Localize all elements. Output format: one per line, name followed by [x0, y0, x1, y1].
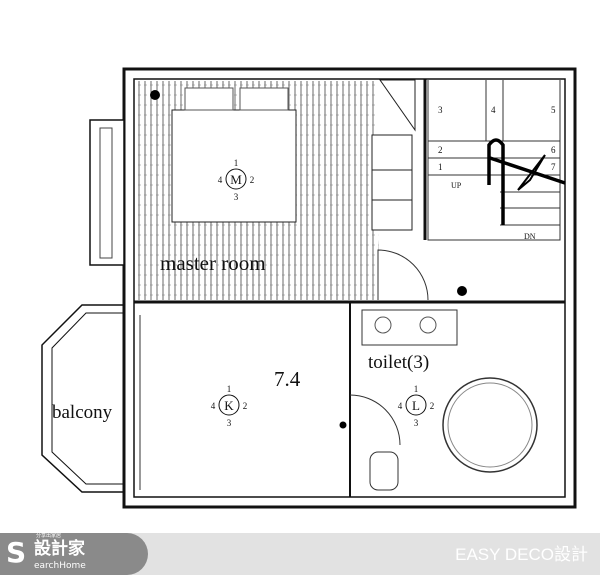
- vanity: [361, 309, 458, 346]
- fixture-dot: [339, 421, 347, 429]
- pillow: [184, 87, 234, 111]
- bay-window: [89, 119, 125, 266]
- sink: [419, 316, 437, 334]
- marker-num-1: 1: [227, 384, 232, 394]
- stair-step-6: 6: [551, 145, 556, 155]
- room-marker-k: K 1 2 3 4: [211, 384, 248, 428]
- marker-num-3: 3: [227, 418, 232, 428]
- bay-window-inner: [99, 127, 113, 259]
- marker-num-1: 1: [234, 158, 239, 168]
- fixture-dot: [150, 90, 160, 100]
- marker-num-3: 3: [234, 192, 239, 202]
- room-label-balcony: balcony: [52, 402, 113, 423]
- room-label-toilet: toilet(3): [368, 352, 429, 373]
- stair-step-1: 1: [438, 162, 443, 172]
- balcony-outline: [41, 304, 124, 493]
- door-swing: [377, 249, 429, 301]
- marker-letter: M: [230, 172, 242, 187]
- marker-num-4: 4: [398, 401, 403, 411]
- footer-bar: S 分享出家居 設計家 earchHome EASY DECO設計: [0, 533, 600, 575]
- room-area-label: 7.4: [274, 367, 301, 391]
- sink: [374, 316, 392, 334]
- stair-step-5: 5: [551, 105, 556, 115]
- wardrobe: [371, 134, 413, 231]
- marker-num-1: 1: [414, 384, 419, 394]
- stair-step-2: 2: [438, 145, 443, 155]
- corner-cabinet: [379, 79, 416, 132]
- stair-down-label: DN: [524, 232, 536, 241]
- fixture-dot: [457, 286, 467, 296]
- stair-step-4: 4: [491, 105, 496, 115]
- searchhome-logo[interactable]: S 分享出家居 設計家 earchHome: [0, 533, 148, 575]
- bathtub: [442, 377, 538, 473]
- logo-tagline: 分享出家居: [36, 533, 62, 539]
- marker-letter: L: [412, 398, 420, 413]
- marker-num-4: 4: [211, 401, 216, 411]
- marker-num-2: 2: [250, 175, 255, 185]
- logo-s: S: [6, 536, 27, 569]
- stair-step-3: 3: [438, 105, 443, 115]
- room-marker-m: M 1 2 3 4: [218, 158, 255, 202]
- staircase: [427, 80, 566, 241]
- marker-circle: [225, 168, 247, 190]
- brand-label: EASY DECO設計: [455, 545, 588, 564]
- door-swing: [349, 394, 401, 446]
- marker-num-2: 2: [430, 401, 435, 411]
- stair-step-7: 7: [551, 162, 556, 172]
- toilet-seat: [369, 451, 399, 491]
- marker-circle: [405, 394, 427, 416]
- bathtub-inner: [447, 382, 533, 468]
- stair-up-label: UP: [451, 181, 462, 190]
- marker-num-3: 3: [414, 418, 419, 428]
- outer-wall: [122, 67, 577, 509]
- pillow: [239, 87, 289, 111]
- room-marker-l: L 1 2 3 4: [398, 384, 435, 428]
- marker-num-2: 2: [243, 401, 248, 411]
- balcony-inner-outline: [51, 312, 124, 485]
- logo-english: earchHome: [34, 561, 86, 571]
- marker-num-4: 4: [218, 175, 223, 185]
- bed: [171, 109, 297, 223]
- marker-letter: K: [224, 398, 234, 413]
- room-label-master: master room: [160, 251, 266, 275]
- marker-circle: [218, 394, 240, 416]
- floor-plan: 3 4 5 2 1 6 7 UP DN master room balcony …: [41, 67, 577, 509]
- logo-chinese: 設計家: [34, 539, 85, 559]
